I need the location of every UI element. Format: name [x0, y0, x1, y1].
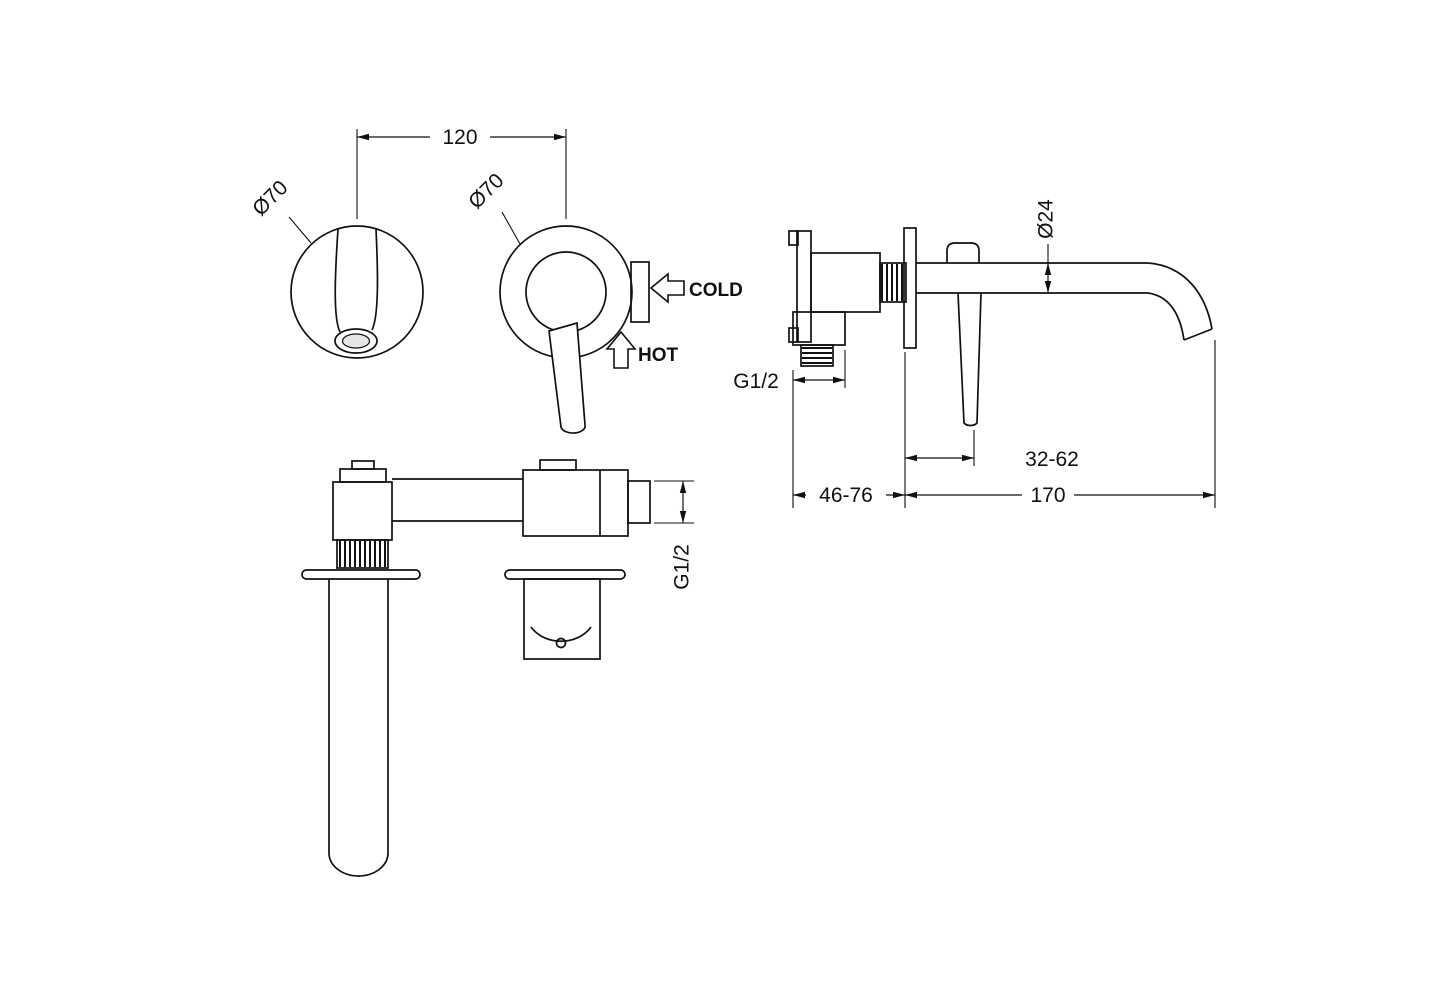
valve-flange-edge	[504, 569, 626, 580]
dia-70-left-label: Ø70	[248, 176, 292, 220]
spout-front-right-edge	[371, 228, 379, 331]
dim-170-label: 170	[1030, 484, 1065, 507]
dim-32-62-label: 32-62	[1025, 448, 1079, 471]
handle-cap-circle	[525, 251, 607, 333]
handle-lever-side	[957, 292, 982, 427]
plan-view	[301, 459, 651, 877]
leader-line-dia70-right	[501, 211, 521, 245]
label-mask	[806, 482, 886, 508]
dia-24-label: Ø24	[1035, 199, 1058, 239]
label-mask	[430, 122, 490, 150]
spout-body-tab	[351, 460, 375, 470]
valve-detail-screw	[555, 637, 567, 649]
dim-46-76-label: 46-76	[819, 484, 873, 507]
spout-tip-face	[1183, 328, 1213, 341]
valve-inlet-stub	[627, 480, 651, 524]
spout-escutcheon-circle	[290, 225, 424, 359]
bracket-tab-top	[788, 230, 799, 246]
dia-70-right-label: Ø70	[464, 169, 508, 213]
valve-detail-arc	[530, 626, 592, 642]
handle-lever-front	[548, 321, 586, 434]
spout-aerator	[341, 333, 371, 349]
valve-body-tab	[539, 459, 577, 471]
spout-thread-band	[336, 539, 389, 569]
side-view	[788, 227, 1213, 427]
front-dimensions: 120 Ø70 Ø70	[248, 122, 567, 245]
cold-inlet-block	[630, 261, 650, 323]
spout-front-left-edge	[334, 228, 341, 333]
spout-outer-curve	[1147, 262, 1213, 330]
plan-dimensions: G1/2	[654, 480, 694, 590]
leader-line-dia70-left	[288, 216, 312, 244]
side-g12-label: G1/2	[733, 370, 779, 393]
hot-arrow-icon	[605, 330, 637, 369]
label-mask	[1022, 482, 1074, 508]
dim-120-label: 120	[442, 126, 477, 149]
flow-indicators: COLD HOT	[605, 272, 743, 369]
hot-label: HOT	[638, 345, 679, 366]
front-view	[290, 225, 650, 434]
inwall-body	[810, 252, 881, 313]
bottom-outlet	[792, 311, 846, 346]
plan-g12-label: G1/2	[671, 544, 694, 590]
side-dimensions: Ø24 G1/2 32-62 46-76 170	[733, 199, 1216, 508]
spout-inner-curve	[1147, 292, 1185, 341]
valve-cartridge-housing	[523, 578, 601, 660]
cold-label: COLD	[689, 280, 743, 301]
wall-plate-edge	[903, 227, 917, 349]
handle-dome	[946, 242, 980, 263]
neck-thread-band	[879, 262, 907, 303]
spout-body	[332, 481, 393, 541]
cold-arrow-icon	[649, 272, 685, 304]
spout-body-cap	[339, 468, 387, 483]
spout-flange-edge	[301, 569, 421, 580]
spout-tube	[328, 579, 389, 877]
mounting-bracket	[796, 230, 812, 343]
valve-body	[522, 469, 629, 537]
outlet-thread-band	[800, 344, 834, 367]
